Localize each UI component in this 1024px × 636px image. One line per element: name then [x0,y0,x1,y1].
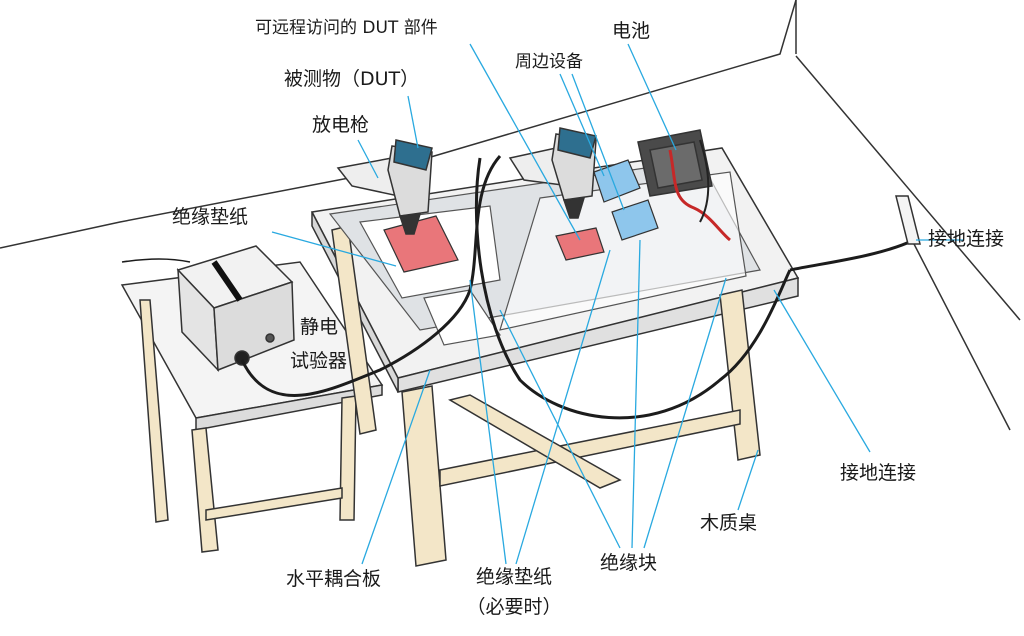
label-ground-connection-table: 接地连接 [840,462,917,484]
esd-gun-right [508,127,597,219]
label-wooden-table: 木质桌 [700,512,758,534]
label-dut: 被测物（DUT） [284,68,420,90]
ground-terminal [895,195,1011,431]
label-remote-dut-part: 可远程访问的 DUT 部件 [255,18,438,38]
label-insulating-block: 绝缘块 [600,552,658,574]
leader-lines [271,43,964,565]
battery [637,129,731,242]
dut-boxes [383,215,605,273]
esd-gun-left [336,139,433,235]
label-battery: 电池 [612,20,651,42]
label-esd-tester-line2: 试验器 [290,350,348,372]
esd-tester-device [176,245,295,373]
label-insulating-paper: 绝缘垫纸 [172,206,249,228]
cables [121,155,915,420]
label-esd-tester-line1: 静电 [300,316,339,338]
label-insulating-paper-optional-line1: 绝缘垫纸 [475,566,552,588]
label-horizontal-coupling-plane: 水平耦合板 [286,568,382,590]
label-insulating-paper-optional-line2: （必要时） [466,596,562,618]
label-esd-gun: 放电枪 [312,114,370,136]
label-ground-connection-wall: 接地连接 [928,228,1005,250]
horizontal-coupling-plane [328,159,761,346]
label-peripheral: 周边设备 [515,52,583,72]
